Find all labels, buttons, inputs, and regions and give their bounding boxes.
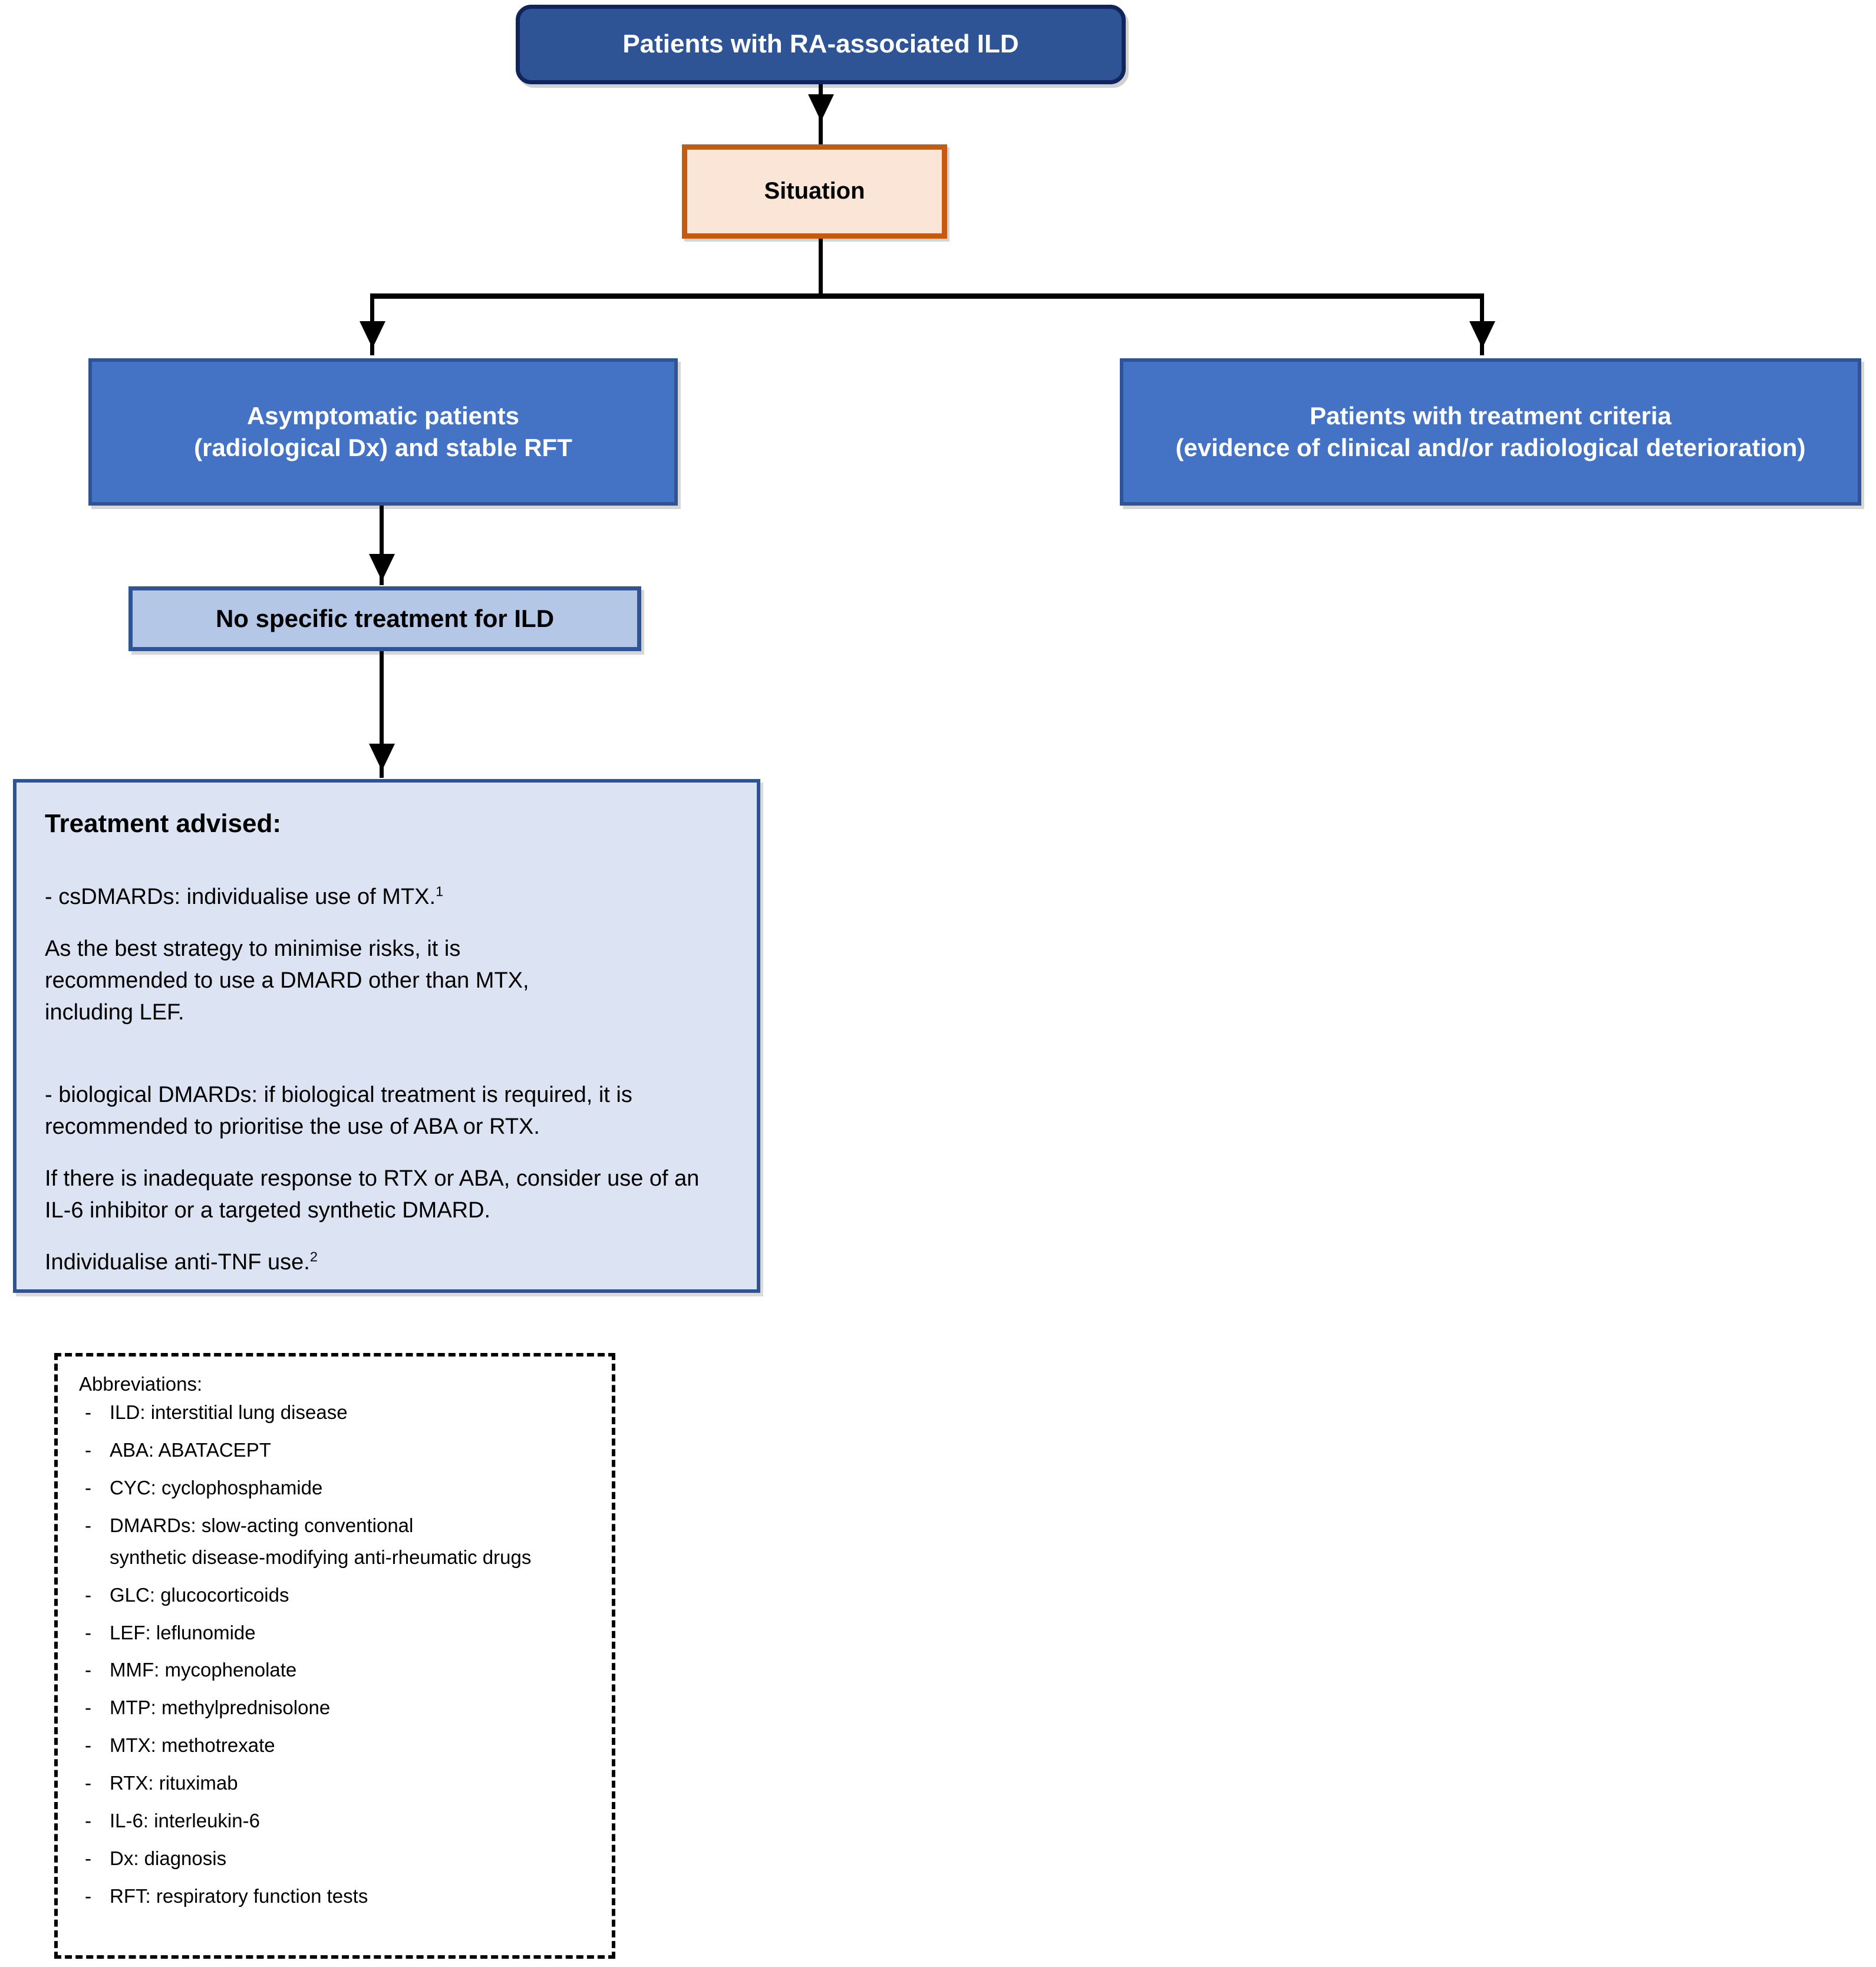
bullet-dash: - [85, 1583, 91, 1606]
arrowhead-left-branch [360, 321, 385, 348]
panel-treatment-advised-title: Treatment advised: [45, 809, 282, 838]
abbreviation-text: RTX: rituximab [110, 1772, 238, 1794]
connector-root-to-situation [819, 84, 823, 164]
bullet-dash: - [85, 1772, 91, 1794]
connector-situation-stem [819, 239, 823, 298]
connector-split-bus [370, 293, 1484, 299]
abbreviation-text: MMF: mycophenolate [110, 1659, 297, 1681]
abbreviation-text: MTP: methylprednisolone [110, 1697, 331, 1719]
abbreviation-text: synthetic disease-modifying anti-rheumat… [110, 1546, 532, 1568]
bullet-dash: - [85, 1477, 91, 1499]
abbreviation-item-glc: -GLC: glucocorticoids [78, 1583, 592, 1608]
panel-treatment-advised-body: Treatment advised: - csDMARDs: individua… [17, 783, 757, 1279]
panel-spacer [45, 1049, 728, 1080]
panel-paragraph-strategy: As the best strategy to minimise risks, … [45, 936, 529, 1025]
node-treatment-criteria-patients[interactable]: Patients with treatment criteria (eviden… [1120, 358, 1861, 506]
bullet-dash: - [85, 1659, 91, 1681]
node-treatment-criteria-label: Patients with treatment criteria (eviden… [1123, 400, 1858, 464]
connector-no-treatment-to-panel [380, 651, 384, 778]
abbreviations-list: -ILD: interstitial lung disease -ABA: AB… [78, 1400, 592, 1909]
panel-paragraph-csdmards-text: - csDMARDs: individualise use of MTX. [45, 885, 436, 910]
panel-abbreviations-body: Abbreviations: -ILD: interstitial lung d… [58, 1357, 612, 1933]
abbreviation-item-il6: -IL-6: interleukin-6 [78, 1808, 592, 1834]
bullet-dash: - [85, 1734, 91, 1757]
abbreviation-item-mtx: -MTX: methotrexate [78, 1733, 592, 1758]
arrowhead-root-to-situation [808, 94, 834, 121]
bullet-dash: - [85, 1847, 91, 1869]
bullet-dash: - [85, 1810, 91, 1832]
abbreviation-item-ild: -ILD: interstitial lung disease [78, 1400, 592, 1425]
bullet-dash: - [85, 1621, 91, 1643]
node-treatment-criteria-line2: (evidence of clinical and/or radiologica… [1175, 434, 1806, 461]
abbreviation-item-rft: -RFT: respiratory function tests [78, 1884, 592, 1909]
abbreviation-item-lef: -LEF: leflunomide [78, 1621, 592, 1646]
panel-treatment-advised[interactable]: Treatment advised: - csDMARDs: individua… [13, 779, 760, 1293]
node-asymptomatic-label: Asymptomatic patients (radiological Dx) … [92, 400, 674, 464]
abbreviation-text: MTX: methotrexate [110, 1734, 275, 1757]
footnote-marker-1: 1 [436, 883, 444, 899]
panel-paragraph-antitnf: Individualise anti-TNF use.2 [45, 1247, 728, 1279]
abbreviation-text: ABA: ABATACEPT [110, 1439, 271, 1461]
connector-asymptomatic-to-no-treatment [380, 506, 384, 585]
abbreviation-text: Dx: diagnosis [110, 1847, 227, 1869]
arrowhead-treatment-panel [369, 744, 395, 771]
footnote-marker-2: 2 [309, 1249, 318, 1265]
panel-paragraph-antitnf-text: Individualise anti-TNF use. [45, 1249, 310, 1275]
abbreviation-text: GLC: glucocorticoids [110, 1583, 289, 1606]
node-situation[interactable]: Situation [682, 144, 947, 239]
node-treatment-criteria-line1: Patients with treatment criteria [1310, 402, 1671, 430]
node-root-label: Patients with RA-associated ILD [622, 29, 1019, 59]
bullet-dash: - [85, 1697, 91, 1719]
abbreviation-text: ILD: interstitial lung disease [110, 1401, 348, 1424]
node-situation-label: Situation [764, 178, 865, 204]
abbreviation-item-cyc: -CYC: cyclophosphamide [78, 1476, 592, 1501]
bullet-dash: - [85, 1439, 91, 1461]
panel-paragraph-inadequate-response: If there is inadequate response to RTX o… [45, 1166, 700, 1223]
bullet-dash: - [85, 1401, 91, 1424]
node-asymptomatic-line1: Asymptomatic patients [246, 402, 520, 430]
panel-abbreviations: Abbreviations: -ILD: interstitial lung d… [54, 1353, 615, 1959]
abbreviation-item-dx: -Dx: diagnosis [78, 1846, 592, 1872]
abbreviation-item-mtp: -MTP: methylprednisolone [78, 1695, 592, 1721]
abbreviation-item-rtx: -RTX: rituximab [78, 1771, 592, 1796]
arrowhead-no-treatment [369, 554, 395, 581]
abbreviation-text: DMARDs: slow-acting conventional [110, 1514, 414, 1536]
abbreviation-item-dmards: -DMARDs: slow-acting conventional [78, 1513, 592, 1539]
abbreviation-item-dmards-continuation: synthetic disease-modifying anti-rheumat… [78, 1545, 592, 1570]
abbreviation-text: IL-6: interleukin-6 [110, 1810, 260, 1832]
node-no-specific-treatment[interactable]: No specific treatment for ILD [128, 586, 641, 651]
node-root-patients-ra-ild[interactable]: Patients with RA-associated ILD [516, 5, 1126, 84]
abbreviation-item-aba: -ABA: ABATACEPT [78, 1438, 592, 1463]
node-asymptomatic-patients[interactable]: Asymptomatic patients (radiological Dx) … [88, 358, 678, 506]
abbreviation-text: RFT: respiratory function tests [110, 1885, 368, 1907]
bullet-dash: - [85, 1514, 91, 1536]
abbreviation-item-mmf: -MMF: mycophenolate [78, 1658, 592, 1683]
bullet-dash: - [85, 1885, 91, 1907]
panel-paragraph-biologicals: - biological DMARDs: if biological treat… [45, 1082, 632, 1140]
abbreviation-text: LEF: leflunomide [110, 1621, 256, 1643]
arrowhead-right-branch [1469, 321, 1495, 348]
node-asymptomatic-line2: (radiological Dx) and stable RFT [194, 434, 572, 461]
panel-paragraph-csdmards: - csDMARDs: individualise use of MTX.1 [45, 882, 728, 913]
abbreviation-text: CYC: cyclophosphamide [110, 1477, 323, 1499]
node-no-specific-treatment-label: No specific treatment for ILD [215, 605, 555, 633]
abbreviations-title: Abbreviations: [79, 1373, 203, 1395]
